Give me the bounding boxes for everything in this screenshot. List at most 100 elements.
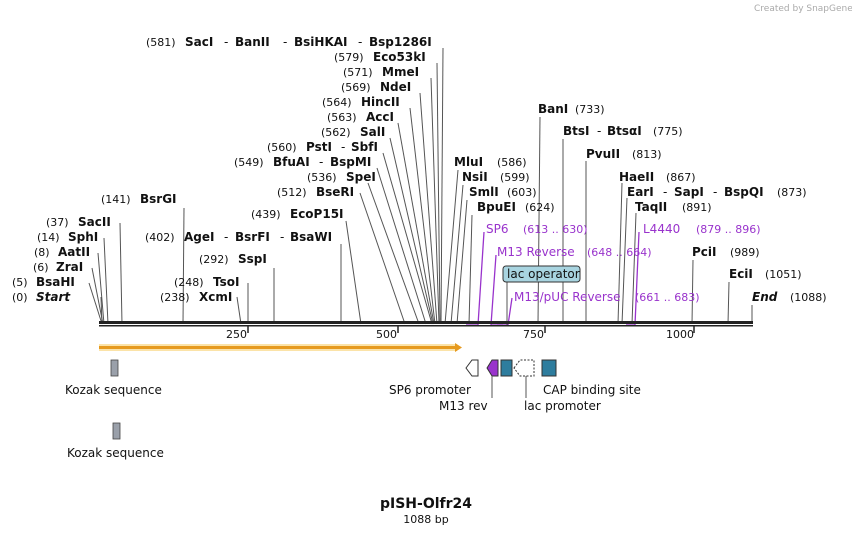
- site-position: (562): [321, 126, 351, 139]
- site-label-smli[interactable]: SmlI (603): [469, 185, 537, 199]
- orf-arrow[interactable]: [99, 343, 462, 352]
- enzyme-name: EcoP15I: [290, 207, 344, 221]
- site-label-agei[interactable]: (402) AgeI - BsrFI - BsaWI: [145, 230, 332, 244]
- enzyme-name: PstI: [306, 140, 332, 154]
- enzyme-name: PvuII: [586, 147, 620, 161]
- m13-rev-feature[interactable]: M13 rev: [439, 359, 499, 413]
- site-position: (867): [666, 171, 696, 184]
- enzyme-name: SspI: [238, 252, 267, 266]
- primer-range: (661 .. 683): [635, 291, 700, 304]
- primer-m13-reverse[interactable]: M13 Reverse (648 .. 664): [497, 245, 652, 259]
- site-label-pvuii[interactable]: PvuII (813): [586, 147, 662, 161]
- site-label-aatii[interactable]: (8) AatII: [34, 245, 90, 259]
- site-label-mmei[interactable]: (571) MmeI: [343, 65, 419, 79]
- lac-promoter-arrow: [513, 359, 535, 377]
- site-label-bseri[interactable]: (512) BseRI: [277, 185, 354, 199]
- primer-sp6[interactable]: SP6 (613 .. 630): [486, 222, 588, 236]
- sp6-promoter-label: SP6 promoter: [389, 383, 471, 397]
- site-label-nsii[interactable]: NsiI (599): [462, 170, 530, 184]
- kozak-label: Kozak sequence: [67, 446, 164, 460]
- site-position: (439): [251, 208, 281, 221]
- site-label-sali[interactable]: (562) SalI: [321, 125, 385, 139]
- site-label-pcii[interactable]: PciI (989): [692, 245, 760, 259]
- enzyme-name: MluI: [454, 155, 483, 169]
- lac-promoter-feature[interactable]: lac promoter: [513, 359, 601, 413]
- site-position: (989): [730, 246, 760, 259]
- site-label-sspi[interactable]: (292) SspI: [199, 252, 267, 266]
- enzyme-name: MmeI: [382, 65, 419, 79]
- primer-name: M13/pUC Reverse: [514, 290, 621, 304]
- site-label-bpuei[interactable]: BpuEI (624): [477, 200, 555, 214]
- site-label-acci[interactable]: (563) AccI: [327, 110, 394, 124]
- site-label-start[interactable]: (0) Start: [12, 290, 71, 304]
- site-position: (8): [34, 246, 50, 259]
- site-label-zrai[interactable]: (6) ZraI: [33, 260, 83, 274]
- site-label-eco53ki[interactable]: (579) Eco53kI: [334, 50, 426, 64]
- enzyme-name: SmlI: [469, 185, 499, 199]
- site-label-taqii[interactable]: TaqII (891): [635, 200, 712, 214]
- primer-name: L4440: [643, 222, 680, 236]
- site-position: (1088): [790, 291, 827, 304]
- lac-operator-marker[interactable]: [500, 359, 513, 377]
- site-label-spei[interactable]: (536) SpeI: [307, 170, 376, 184]
- enzyme-name: PciI: [692, 245, 717, 259]
- site-label-mlui[interactable]: MluI (586): [454, 155, 527, 169]
- sp6-promoter-feature[interactable]: SP6 promoter: [389, 359, 479, 397]
- enzyme-name: Bsp1286I: [369, 35, 432, 49]
- site-label-end[interactable]: End (1088): [752, 290, 827, 304]
- kozak-sequence-2[interactable]: Kozak sequence: [67, 422, 164, 460]
- enzyme-name: Eco53kI: [373, 50, 426, 64]
- separator: -: [283, 35, 287, 49]
- backbone-top-strand: [99, 321, 753, 324]
- site-label-bani[interactable]: BanI (733): [538, 102, 605, 116]
- enzyme-name: AccI: [366, 110, 394, 124]
- site-position: (873): [777, 186, 807, 199]
- enzyme-name: NdeI: [380, 80, 411, 94]
- enzyme-name: BtsI: [563, 124, 590, 138]
- site-label-ndei[interactable]: (569) NdeI: [341, 80, 411, 94]
- site-label-btsi[interactable]: BtsI - BtsαI (775): [563, 124, 683, 138]
- site-label-ecii[interactable]: EciI (1051): [729, 267, 802, 281]
- lac-operator-feature[interactable]: lac operator: [502, 265, 581, 325]
- site-position: (603): [507, 186, 537, 199]
- site-label-sphi[interactable]: (14) SphI: [37, 230, 98, 244]
- site-label-bsrgi[interactable]: (141) BsrGI: [101, 192, 177, 206]
- site-label-saci[interactable]: (581) SacI - BanII - BsiHKAI - Bsp1286I: [146, 35, 432, 49]
- kozak-sequence-1[interactable]: Kozak sequence: [65, 359, 162, 397]
- enzyme-name: HaeII: [619, 170, 654, 184]
- site-label-hincii[interactable]: (564) HincII: [322, 95, 400, 109]
- enzyme-name: BspMI: [330, 155, 371, 169]
- site-position: (536): [307, 171, 337, 184]
- site-position: (549): [234, 156, 264, 169]
- separator: -: [597, 124, 601, 138]
- site-label-haeii[interactable]: HaeII (867): [619, 170, 696, 184]
- kozak-marker: [112, 422, 121, 440]
- kozak-marker: [110, 359, 119, 377]
- site-label-ecop15i[interactable]: (439) EcoP15I: [251, 207, 344, 221]
- site-label-xcmi[interactable]: (238) XcmI: [160, 290, 232, 304]
- enzyme-name: BtsαI: [607, 124, 642, 138]
- primer-m13-puc-reverse[interactable]: M13/pUC Reverse (661 .. 683): [514, 290, 700, 304]
- lac-operator-box: [502, 265, 581, 283]
- site-label-tsoi[interactable]: (248) TsoI: [174, 275, 239, 289]
- site-position: (248): [174, 276, 204, 289]
- site-position: (569): [341, 81, 371, 94]
- tick-label-750: 750: [523, 328, 544, 341]
- cap-binding-site-block: [541, 359, 557, 377]
- site-label-bsahi[interactable]: (5) BsaHI: [12, 275, 75, 289]
- backbone-bottom-strand: [99, 325, 753, 327]
- enzyme-name: SalI: [360, 125, 385, 139]
- site-label-bfuai[interactable]: (549) BfuAI - BspMI: [234, 155, 371, 169]
- site-label-sacii[interactable]: (37) SacII: [46, 215, 111, 229]
- enzyme-name: BanI: [538, 102, 568, 116]
- cap-binding-site-feature[interactable]: CAP binding site: [541, 359, 641, 397]
- site-label-eari[interactable]: EarI - SapI - BspQI (873): [627, 185, 807, 199]
- site-label-psti[interactable]: (560) PstI - SbfI: [267, 140, 378, 154]
- site-position: (733): [575, 103, 605, 116]
- primer-range: (648 .. 664): [587, 246, 652, 259]
- site-position: (37): [46, 216, 69, 229]
- enzyme-name: EciI: [729, 267, 753, 281]
- enzyme-name: BsrFI: [235, 230, 270, 244]
- primer-l4440[interactable]: L4440 (879 .. 896): [643, 222, 761, 236]
- enzyme-name: BsiHKAI: [294, 35, 348, 49]
